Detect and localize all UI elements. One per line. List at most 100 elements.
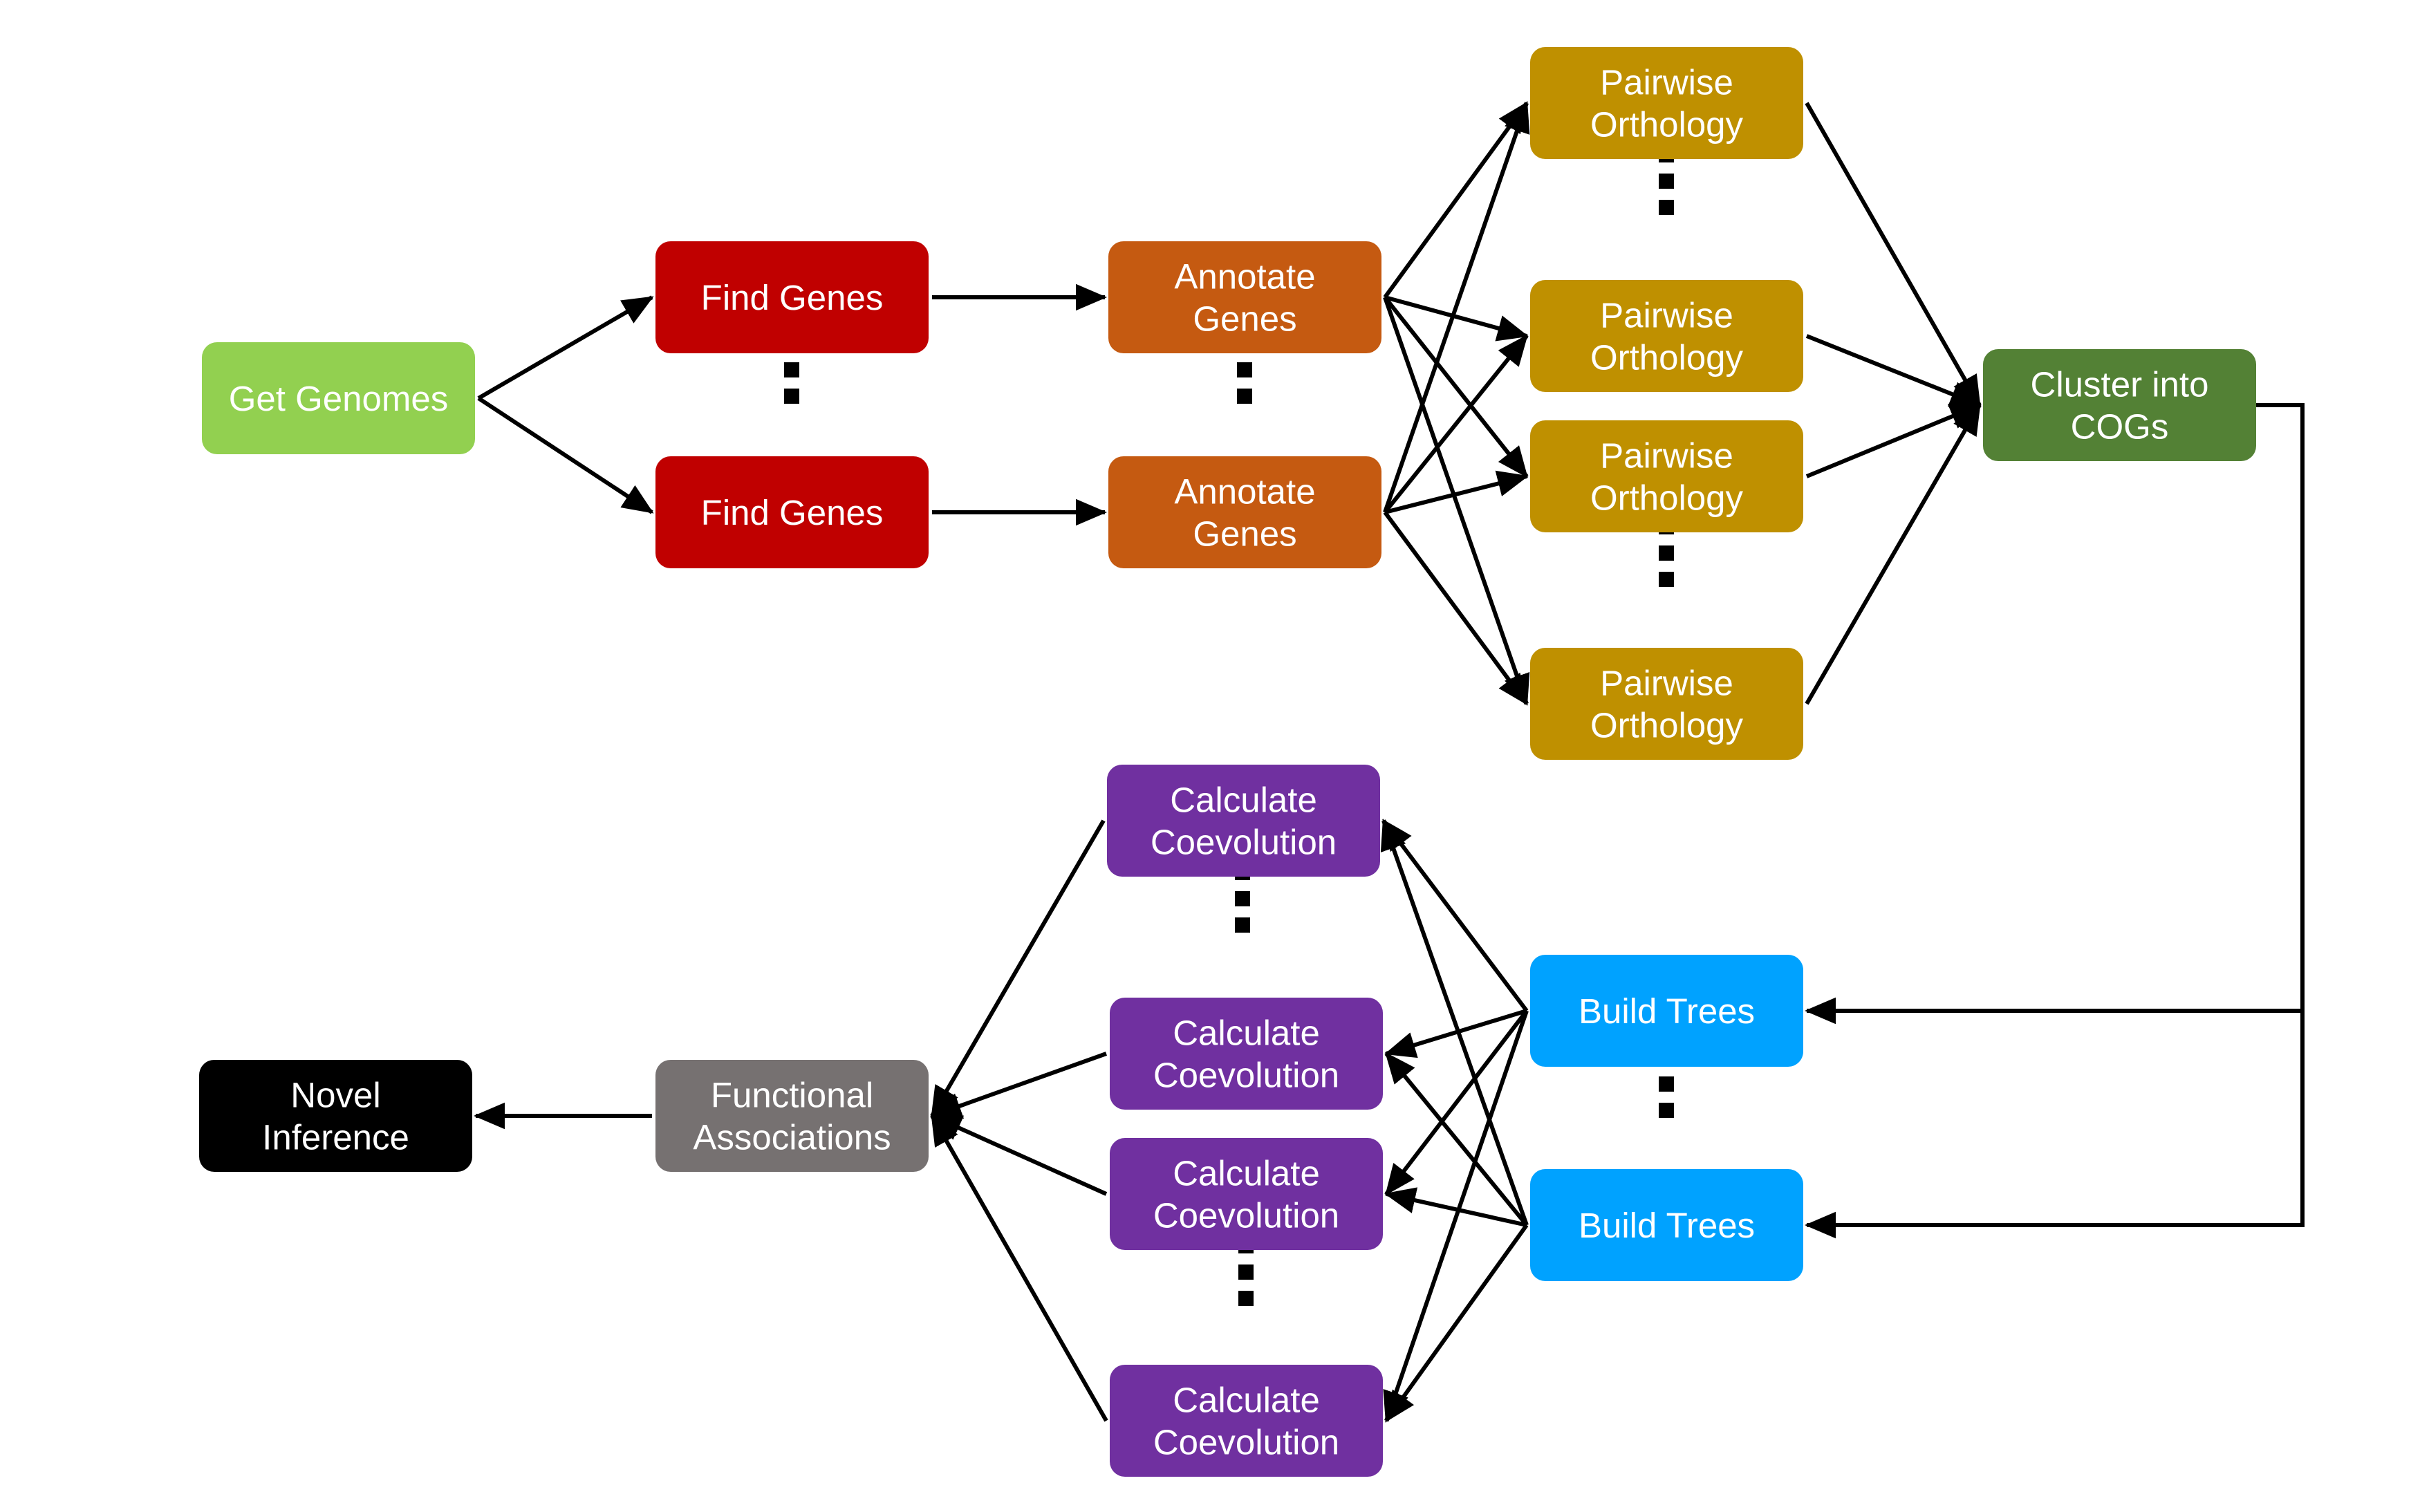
edge-build-trees-1-to-coevolution-1 xyxy=(1381,819,1529,1012)
edge-coevolution-2-to-functional-assoc xyxy=(930,1052,1108,1119)
node-label: Pairwise xyxy=(1600,63,1733,102)
node-label: Calculate xyxy=(1170,781,1317,820)
ellipsis-dot xyxy=(784,362,799,377)
ellipsis-dot xyxy=(1235,891,1250,906)
edge-pairwise-2-to-cluster-cogs xyxy=(1805,334,1982,407)
edge-annotate-genes-2-to-pairwise-1 xyxy=(1383,101,1530,513)
node-box xyxy=(655,456,929,568)
node-label: Coevolution xyxy=(1151,823,1337,862)
node-label: Genes xyxy=(1193,299,1296,339)
node-box xyxy=(655,1060,929,1172)
edge-cluster-cogs-to-build-trees-2 xyxy=(1805,403,2305,1239)
node-label: Find Genes xyxy=(701,493,884,532)
node-box xyxy=(1110,998,1383,1110)
edge-annotate-genes-1-to-pairwise-2 xyxy=(1384,295,1529,342)
node-label: Associations xyxy=(693,1118,891,1157)
edge-cluster-cogs-to-build-trees-1 xyxy=(1805,403,2305,1025)
ellipsis-dot xyxy=(1235,917,1250,933)
node-box xyxy=(1108,456,1381,568)
node-label: Functional xyxy=(711,1076,873,1115)
node-box xyxy=(1983,349,2256,461)
edge-build-trees-1-to-coevolution-4 xyxy=(1383,1010,1529,1423)
node-box xyxy=(1110,1138,1383,1250)
edge-annotate-genes-1-to-pairwise-3 xyxy=(1383,296,1529,478)
ellipsis-dot xyxy=(1659,1103,1674,1118)
ellipsis-dot xyxy=(1659,545,1674,561)
node-label: Calculate xyxy=(1173,1014,1320,1053)
node-box xyxy=(1108,241,1381,353)
node-box xyxy=(1530,420,1803,532)
node-find-genes-1: Find Genes xyxy=(655,241,929,353)
ellipsis-dot xyxy=(1659,174,1674,189)
node-box xyxy=(1530,648,1803,760)
node-label: COGs xyxy=(2071,407,2169,447)
node-label: Pairwise xyxy=(1600,436,1733,476)
edge-annotate-genes-2-to-pairwise-3 xyxy=(1384,470,1529,514)
node-get-genomes: Get Genomes xyxy=(202,342,475,454)
node-build-trees-1: Build Trees xyxy=(1530,955,1803,1067)
ellipsis-dot xyxy=(1238,1264,1254,1280)
node-label: Novel xyxy=(290,1076,380,1115)
edge-get-genomes-to-find-genes-2 xyxy=(477,396,654,514)
edge-pairwise-1-to-cluster-cogs xyxy=(1805,102,1982,407)
edge-build-trees-2-to-coevolution-4 xyxy=(1384,1224,1529,1423)
node-label: Calculate xyxy=(1173,1381,1320,1420)
edge-pairwise-4-to-cluster-cogs xyxy=(1805,403,1982,705)
node-label: Pairwise xyxy=(1600,664,1733,703)
node-box xyxy=(655,241,929,353)
node-label: Orthology xyxy=(1590,105,1744,144)
edges-layer xyxy=(474,101,2305,1423)
edge-coevolution-4-to-functional-assoc xyxy=(930,1114,1108,1422)
ellipsis-dot xyxy=(1659,1076,1674,1092)
node-label: Annotate xyxy=(1174,472,1315,512)
edge-coevolution-3-to-functional-assoc xyxy=(930,1114,1108,1196)
edge-annotate-genes-2-to-pairwise-4 xyxy=(1383,511,1529,706)
ellipsis-dot xyxy=(1659,200,1674,215)
node-box xyxy=(1530,280,1803,392)
ellipsis-dot xyxy=(1659,572,1674,587)
node-label: Build Trees xyxy=(1579,991,1755,1031)
node-box xyxy=(1110,1365,1383,1477)
edge-annotate-genes-1-to-pairwise-1 xyxy=(1383,101,1529,299)
node-find-genes-2: Find Genes xyxy=(655,456,929,568)
edge-build-trees-2-to-coevolution-3 xyxy=(1384,1187,1527,1227)
node-label: Orthology xyxy=(1590,706,1744,745)
node-box xyxy=(1107,765,1380,877)
node-label: Annotate xyxy=(1174,257,1315,297)
edge-build-trees-2-to-coevolution-1 xyxy=(1380,819,1529,1226)
node-label: Orthology xyxy=(1590,338,1744,377)
node-label: Find Genes xyxy=(701,278,884,317)
node-label: Build Trees xyxy=(1579,1206,1755,1245)
ellipsis-dot xyxy=(1237,389,1252,404)
node-label: Cluster into xyxy=(2031,365,2209,404)
ellipsis-dot xyxy=(1238,1291,1254,1306)
node-label: Pairwise xyxy=(1600,296,1733,335)
edge-annotate-genes-2-to-pairwise-2 xyxy=(1383,334,1529,514)
node-label: Coevolution xyxy=(1153,1196,1339,1235)
node-box xyxy=(1530,1169,1803,1281)
edge-annotate-genes-1-to-pairwise-4 xyxy=(1383,297,1530,706)
edge-get-genomes-to-find-genes-1 xyxy=(477,295,654,400)
ellipsis-dot xyxy=(1237,362,1252,377)
node-label: Coevolution xyxy=(1153,1423,1339,1462)
edge-build-trees-1-to-coevolution-3 xyxy=(1384,1009,1529,1196)
node-label: Inference xyxy=(262,1118,409,1157)
edge-pairwise-3-to-cluster-cogs xyxy=(1805,403,1982,478)
node-box xyxy=(1530,47,1803,159)
node-box xyxy=(202,342,475,454)
node-label: Coevolution xyxy=(1153,1056,1339,1095)
edge-build-trees-2-to-coevolution-2 xyxy=(1384,1052,1529,1226)
node-build-trees-2: Build Trees xyxy=(1530,1169,1803,1281)
